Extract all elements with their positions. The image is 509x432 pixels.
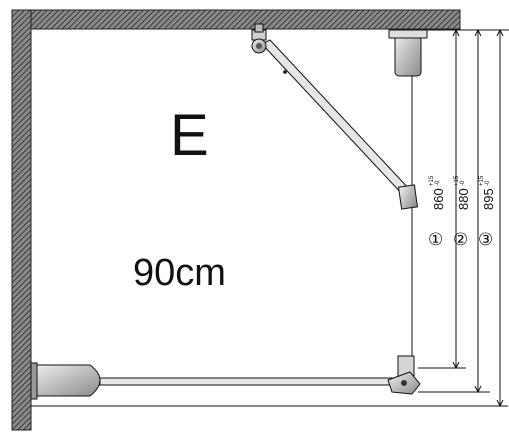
dim-2-tol-minus: -0 bbox=[460, 180, 466, 186]
dimension-labels: 860 +15 -0 ① 880 +15 -0 ② 895 +15 -0 ③ bbox=[428, 175, 496, 249]
dim-2-value: 880 bbox=[456, 188, 471, 210]
dim-2-tol-plus: +15 bbox=[454, 175, 460, 186]
support-bar bbox=[251, 23, 419, 210]
dim-1-tol-plus: +15 bbox=[429, 175, 435, 186]
bottom-door-panel bbox=[30, 355, 421, 400]
wall-channel bbox=[30, 364, 101, 397]
model-letter: E bbox=[170, 103, 209, 168]
tray-outline bbox=[31, 30, 508, 407]
dim-1-tol-minus: -0 bbox=[435, 180, 441, 186]
top-wall bbox=[11, 9, 461, 30]
dim-3-circle: ③ bbox=[478, 230, 493, 249]
left-wall bbox=[11, 9, 32, 431]
dim-3-tol-plus: +15 bbox=[479, 175, 485, 186]
top-wall-bracket bbox=[388, 29, 428, 77]
dim-3-tol-minus: -0 bbox=[485, 180, 491, 186]
dim-1-circle: ① bbox=[428, 230, 443, 249]
corner-hinge bbox=[387, 355, 421, 395]
dim-3-value: 895 bbox=[481, 188, 496, 210]
dim-1-value: 860 bbox=[431, 188, 446, 210]
dim-2-circle: ② bbox=[453, 230, 468, 249]
dimension-lines bbox=[418, 28, 509, 408]
wall-hatching bbox=[11, 9, 461, 431]
size-label: 90cm bbox=[133, 252, 226, 294]
